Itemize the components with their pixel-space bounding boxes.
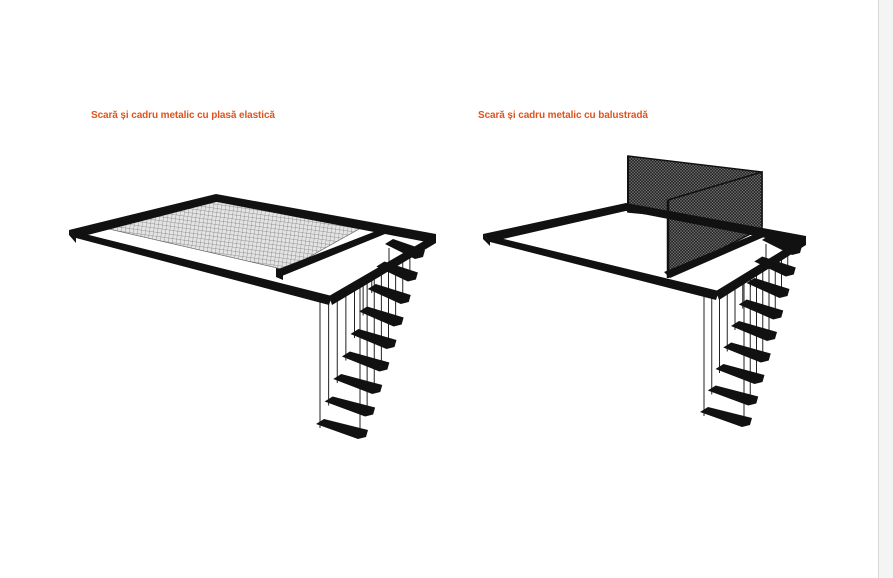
stair-step <box>700 407 752 427</box>
stair-step <box>333 374 383 394</box>
stair-step <box>367 284 411 304</box>
caption-railing-variant: Scară și cadru metalic cu balustradă <box>478 110 648 121</box>
stair-step <box>731 321 777 341</box>
stair-step <box>762 235 802 255</box>
stair-with-elastic-net <box>69 194 436 439</box>
stair-step <box>723 342 771 363</box>
elastic-net <box>95 197 369 271</box>
stair-step <box>376 261 418 282</box>
stair-step <box>385 239 425 259</box>
stair-step <box>754 256 796 277</box>
caption-elastic-net-variant: Scară și cadru metalic cu plasă elastică <box>91 110 275 121</box>
stair-step <box>707 385 759 406</box>
stair-step <box>738 299 784 320</box>
stair-step <box>715 364 765 384</box>
page-edge <box>878 0 893 578</box>
metal-frame-right <box>483 203 806 300</box>
stair-steps-left <box>316 239 425 439</box>
stair-steps-right <box>700 235 802 427</box>
stair-step <box>359 306 404 327</box>
stair-step <box>316 419 368 439</box>
stair-step <box>350 329 397 349</box>
stair-step <box>341 351 390 372</box>
stair-with-railing <box>483 155 806 427</box>
stair-step <box>324 396 376 417</box>
stair-step <box>746 278 790 298</box>
